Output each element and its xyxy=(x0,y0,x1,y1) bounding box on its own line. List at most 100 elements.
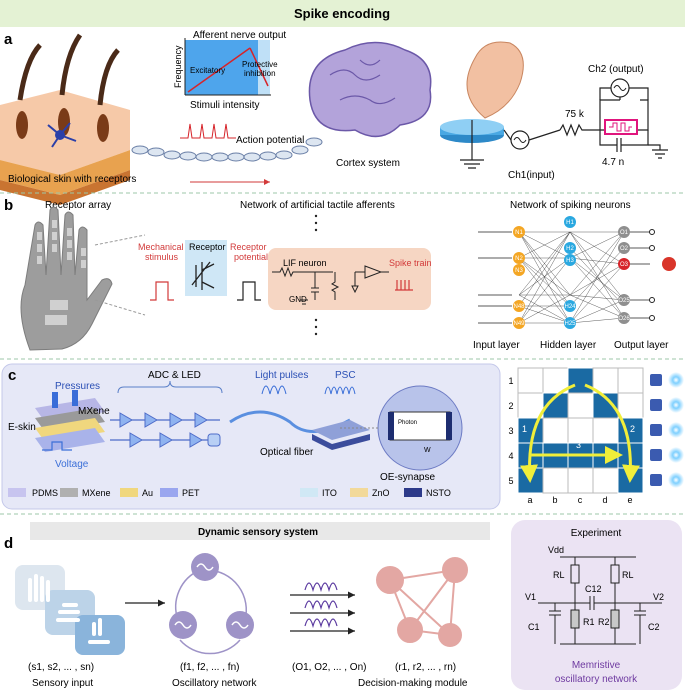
input-layer-label: Input layer xyxy=(473,340,520,351)
stroke-number: 1 xyxy=(522,424,527,434)
output-node-label: O1 xyxy=(620,230,629,236)
header-banner xyxy=(0,0,685,27)
adc-bracket xyxy=(117,380,223,394)
output-node-label: O26 xyxy=(618,316,630,322)
stroke-arrows xyxy=(520,383,640,483)
output-node-label: O25 xyxy=(618,298,630,304)
fiber-outputs xyxy=(650,372,684,488)
resistor-label: 75 k xyxy=(565,109,585,120)
optical-fiber-label: Optical fiber xyxy=(260,447,314,458)
lif-circuit xyxy=(272,265,389,305)
voltage-wave xyxy=(42,441,72,451)
legend-nsto: NSTO xyxy=(426,488,451,498)
adc-led-label: ADC & LED xyxy=(148,370,201,381)
output-node-label: O3 xyxy=(620,262,629,268)
hidden-node-label: H2 xyxy=(566,246,574,252)
photon-label: Photon xyxy=(398,420,417,426)
receptor-potential-1: Receptor xyxy=(230,242,267,252)
output-terminals xyxy=(649,229,655,321)
panel-b-letter: b xyxy=(4,197,13,214)
eskin-device xyxy=(35,390,105,452)
c2-label: C2 xyxy=(648,622,660,632)
experiment-title: Experiment xyxy=(571,528,622,539)
grid-col-label: c xyxy=(578,495,583,505)
memristive-label-1: Memristive xyxy=(572,660,621,671)
voltage-label: Voltage xyxy=(55,459,89,470)
vdd-label: Vdd xyxy=(548,545,564,555)
receptor-transistor xyxy=(191,261,215,290)
output-tuple: (O1, O2, ... , On) xyxy=(292,662,366,673)
receptor-label: Receptor xyxy=(189,242,226,252)
c12-label: C12 xyxy=(585,584,602,594)
lif-label: LIF neuron xyxy=(283,258,327,268)
input-node-label: N49 xyxy=(513,321,525,327)
grid-row-label: 3 xyxy=(508,426,513,436)
legend-pdms: PDMS xyxy=(32,488,58,498)
c1-label: C1 xyxy=(528,622,540,632)
spiking-label: Network of spiking neurons xyxy=(510,200,631,211)
action-potential-label: Action potential xyxy=(236,135,304,146)
input-node-label: N48 xyxy=(513,304,525,310)
spike-train-label: Spike train xyxy=(389,258,432,268)
light-pulses-wave xyxy=(261,385,287,395)
eskin-label: E-skin xyxy=(8,422,36,433)
nerve-fiber xyxy=(131,137,323,162)
protective-label-1: Protective xyxy=(242,60,278,69)
mech-stimulus-2: stimulus xyxy=(145,252,179,262)
sensory-input-label: Sensory input xyxy=(32,678,93,689)
psc-wave xyxy=(324,386,356,395)
legend-pet: PET xyxy=(182,488,200,498)
input-node-label: N3 xyxy=(515,268,523,274)
input-node-label: N1 xyxy=(515,230,523,236)
mech-stimulus-1: Mechanical xyxy=(138,242,184,252)
skin-label: Biological skin with receptors xyxy=(8,174,136,185)
decision-tuple: (r1, r2, ... , rn) xyxy=(395,662,456,673)
excitatory-label: Excitatory xyxy=(190,66,225,75)
v2-label: V2 xyxy=(653,592,664,602)
legend-ito: ITO xyxy=(322,488,337,498)
experiment-box xyxy=(511,520,682,690)
receptor-potential-2: potential xyxy=(234,252,268,262)
chart-x-label: Stimuli intensity xyxy=(190,100,259,111)
r1-label: R1 xyxy=(583,617,595,627)
w-label: W xyxy=(424,447,431,454)
grid-col-label: d xyxy=(602,495,607,505)
grid-col-label: b xyxy=(552,495,557,505)
mxene-label: MXene xyxy=(78,406,110,417)
adc-led-circuit xyxy=(110,412,221,448)
legend-au: Au xyxy=(142,488,153,498)
grid-col-labels: a b c d e xyxy=(527,495,632,505)
protective-label-2: inhibition xyxy=(244,69,276,78)
brain-illustration xyxy=(308,41,432,138)
receptor-callout xyxy=(94,234,146,316)
panel-d-letter: d xyxy=(4,535,13,552)
decision-module xyxy=(376,557,468,647)
osc-network-label: Oscillatory network xyxy=(172,678,257,689)
r2-label: R2 xyxy=(598,617,610,627)
decision-label: Decision-making module xyxy=(358,678,468,689)
output-nodes xyxy=(618,226,630,324)
capacitor-label: 4.7 n xyxy=(602,157,624,168)
grid-col-label: e xyxy=(627,495,632,505)
output-layer-label: Output layer xyxy=(614,340,669,351)
grid-row-label: 1 xyxy=(508,376,513,386)
chart-title: Afferent nerve output xyxy=(193,30,286,41)
psc-label: PSC xyxy=(335,370,356,381)
grid-row-labels: 1 2 3 4 5 xyxy=(508,376,513,486)
chart-y-label: Frequency xyxy=(173,45,183,88)
receptor-potential-wave xyxy=(237,281,261,301)
gnd-label: GND xyxy=(289,295,307,304)
apple-icon xyxy=(662,257,676,271)
spike-train-wave xyxy=(395,280,413,291)
rl2-label: RL xyxy=(622,570,634,580)
panel-c-background xyxy=(1,363,501,510)
hidden-node-label: H3 xyxy=(566,258,574,264)
ch1-label: Ch1(input) xyxy=(508,170,555,181)
grid-row-label: 5 xyxy=(508,476,513,486)
cortex-label: Cortex system xyxy=(336,158,400,169)
stroke-number: 3 xyxy=(576,440,581,450)
memristive-label-2: oscillatory network xyxy=(555,674,638,685)
light-pulses-label: Light pulses xyxy=(255,370,308,381)
node-labels: N1 N2 N3 N48 N49 H1 H2 H3 H24 H25 O1 O2 … xyxy=(513,220,630,327)
legend-zno: ZnO xyxy=(372,488,390,498)
